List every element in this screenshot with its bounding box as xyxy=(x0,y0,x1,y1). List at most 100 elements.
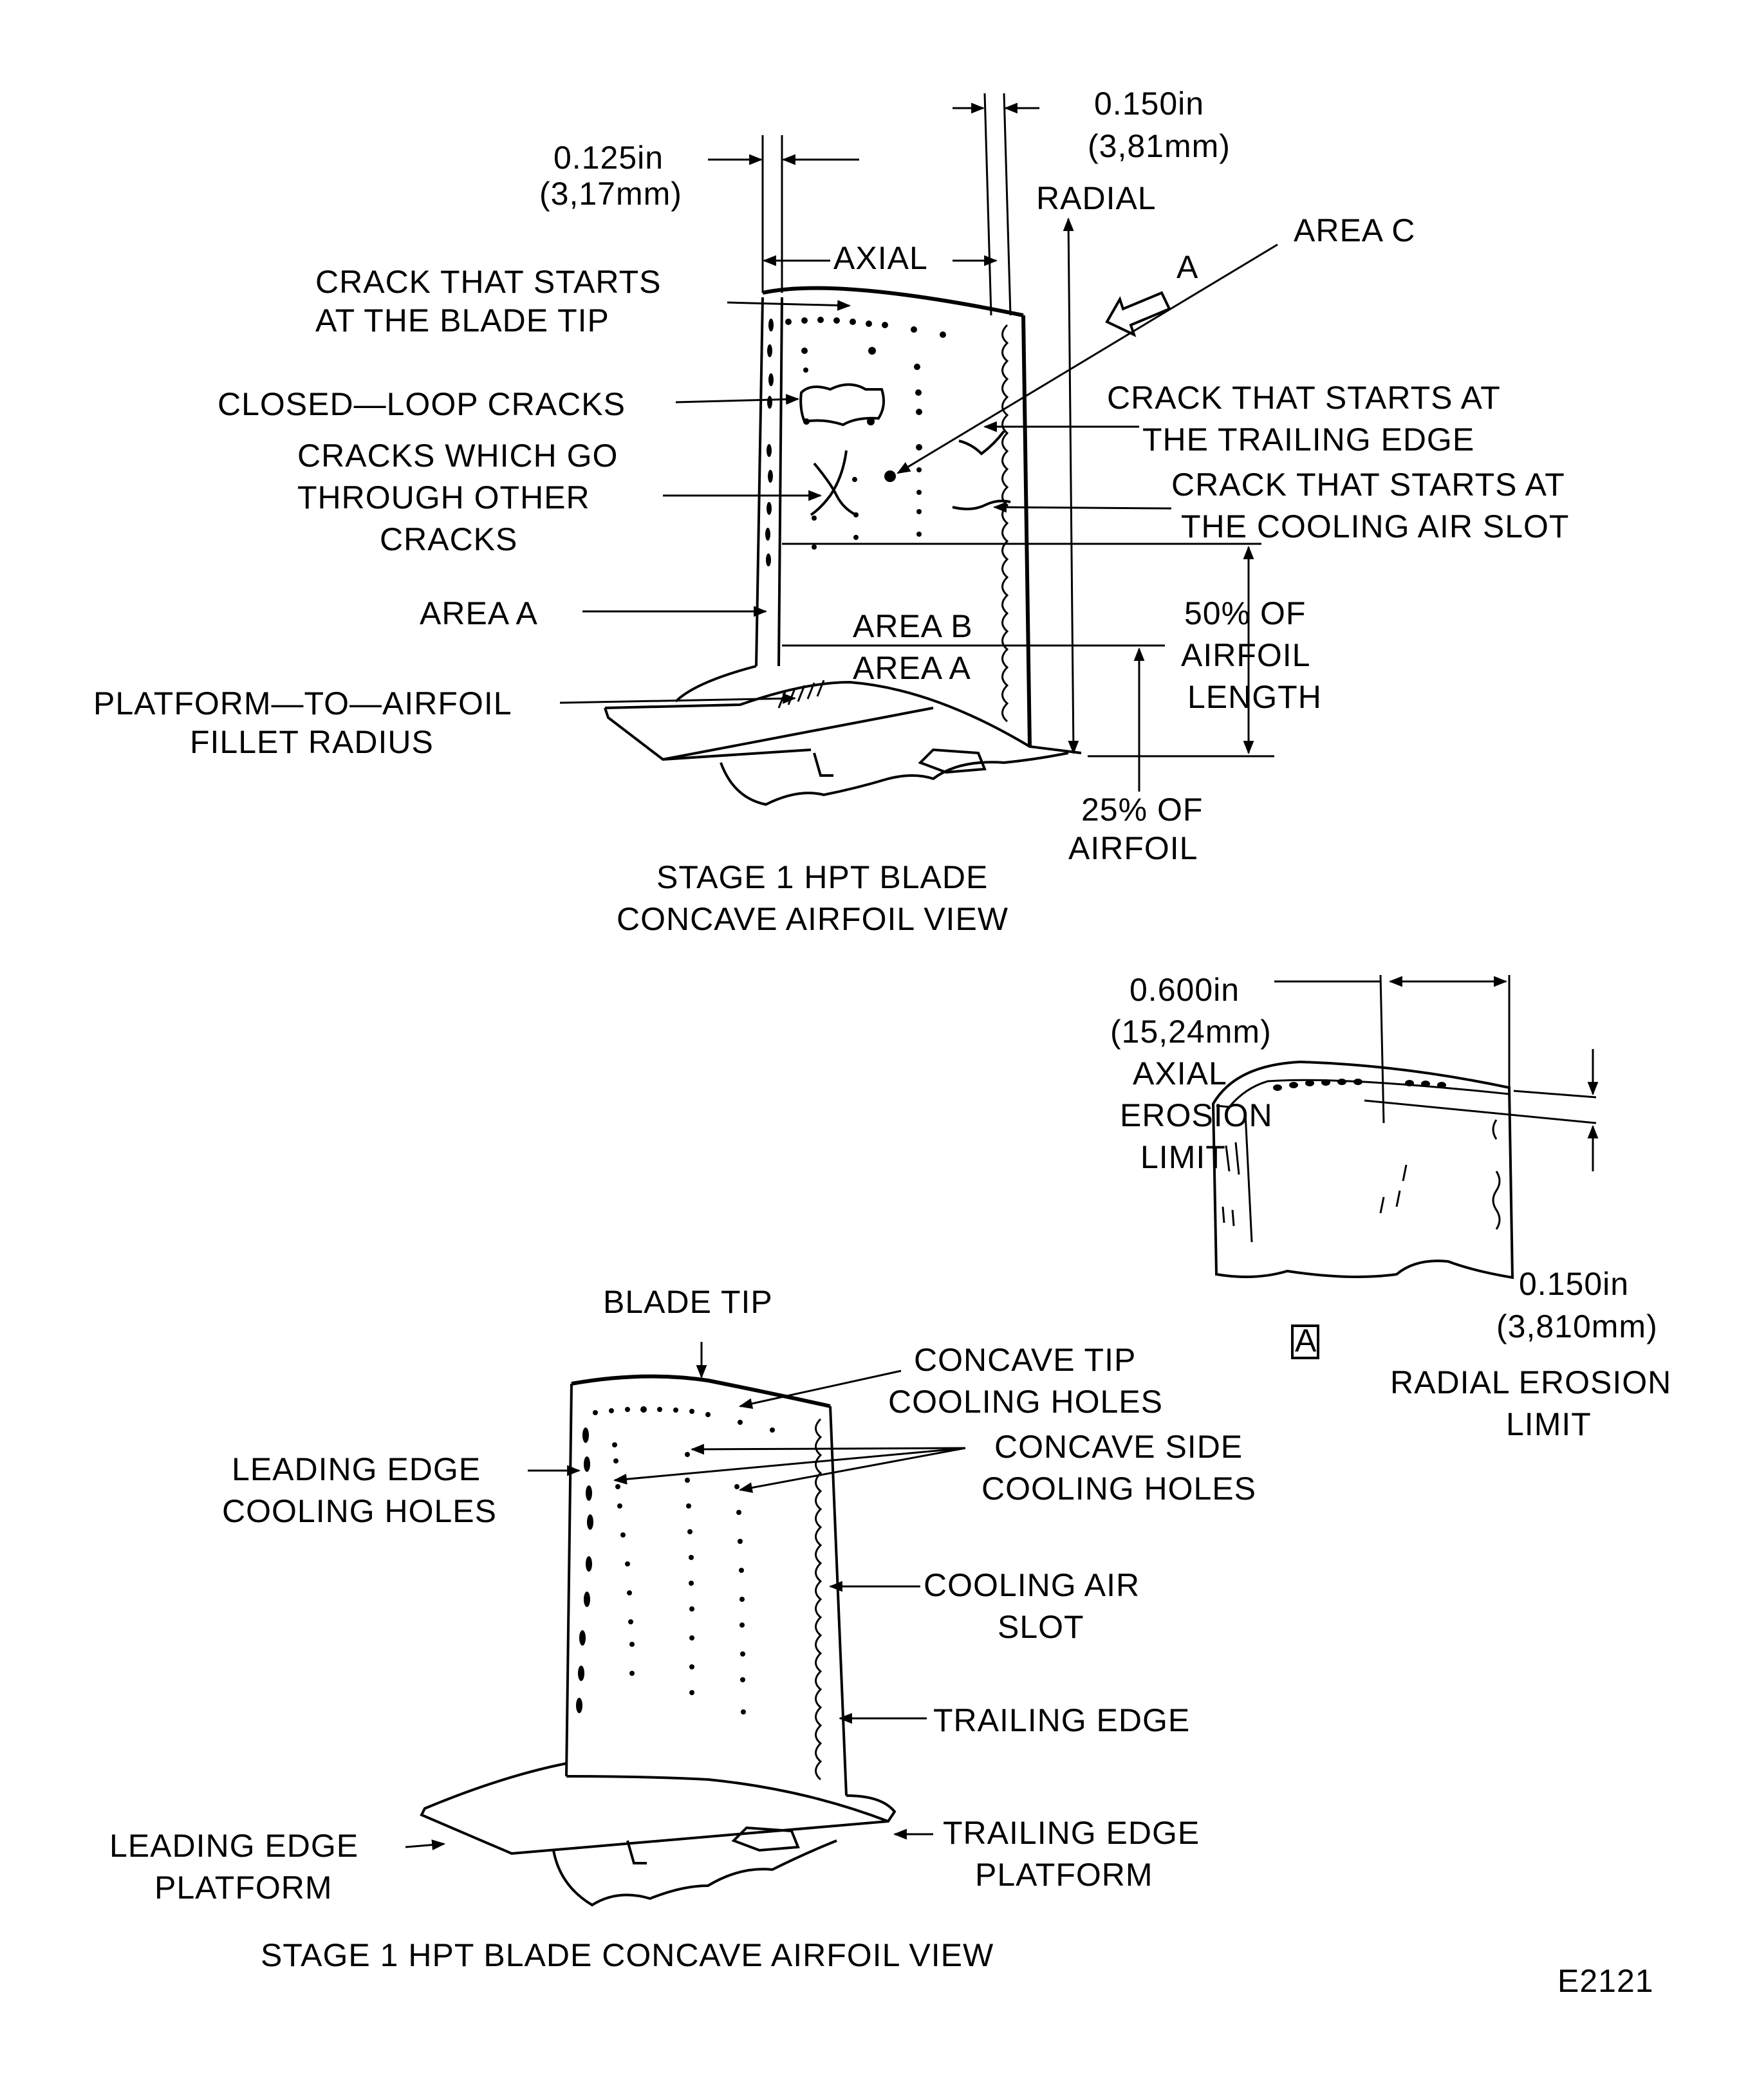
lower-blade-leading-edge xyxy=(565,1383,573,1777)
dim-0150-in: 0.150in xyxy=(1094,86,1204,122)
intersecting-crack xyxy=(813,462,857,516)
upper-side-holes xyxy=(801,347,922,550)
closed-loop-crack xyxy=(799,383,886,427)
upper-tip-holes xyxy=(785,317,946,338)
detail-a-radial-label-2: LIMIT xyxy=(1506,1406,1592,1442)
detail-a-axial-5: LIMIT xyxy=(1140,1139,1226,1175)
label-crack-blade-tip-2: AT THE BLADE TIP xyxy=(315,302,609,339)
label-te-platform-1: TRAILING EDGE xyxy=(943,1815,1200,1851)
label-cooling-slot-1: COOLING AIR xyxy=(924,1567,1140,1603)
detail-a-axial-3: AXIAL xyxy=(1133,1055,1227,1092)
caption-upper-1: STAGE 1 HPT BLADE xyxy=(656,859,988,895)
lower-shank xyxy=(552,1839,837,1907)
label-area-a-center: AREA A xyxy=(853,650,971,686)
label-50pct-2: AIRFOIL xyxy=(1181,637,1310,673)
label-cracks-through-3: CRACKS xyxy=(380,521,517,557)
detail-a-inner xyxy=(1216,1079,1510,1108)
label-le-holes-1: LEADING EDGE xyxy=(232,1451,481,1487)
label-blade-tip: BLADE TIP xyxy=(603,1284,773,1320)
caption-upper-2: CONCAVE AIRFOIL VIEW xyxy=(617,901,1009,937)
label-25pct-1: 25% OF xyxy=(1081,792,1203,828)
detail-a-hatch xyxy=(1222,1113,1408,1243)
label-fillet-1: PLATFORM—TO—AIRFOIL xyxy=(93,685,512,721)
upper-blade-tip-edge xyxy=(762,286,1024,317)
label-crack-slot-1: CRACK THAT STARTS AT xyxy=(1171,467,1565,503)
label-area-b: AREA B xyxy=(853,608,973,644)
lower-leading-edge-holes xyxy=(576,1427,593,1713)
label-cooling-slot-2: SLOT xyxy=(998,1609,1084,1645)
upper-cooling-slots xyxy=(1001,324,1009,723)
label-crack-trailing-1: CRACK THAT STARTS AT xyxy=(1107,380,1501,416)
lower-cooling-slots xyxy=(815,1418,823,1781)
detail-a-labels: 0.600in (15,24mm) AXIAL EROSION LIMIT 0.… xyxy=(1110,972,1671,1442)
label-50pct-3: LENGTH xyxy=(1187,679,1322,715)
label-te-platform-2: PLATFORM xyxy=(975,1857,1153,1893)
intersecting-crack-2 xyxy=(810,450,848,516)
label-concave-tip-2: COOLING HOLES xyxy=(888,1384,1163,1420)
label-concave-tip-1: CONCAVE TIP xyxy=(914,1342,1136,1378)
detail-a-tag-box xyxy=(1291,1324,1319,1359)
detail-a-radial-value-1: 0.150in xyxy=(1519,1266,1629,1302)
label-trailing-edge: TRAILING EDGE xyxy=(933,1702,1190,1738)
lower-platform xyxy=(420,1762,897,1855)
lower-side-holes xyxy=(612,1442,746,1714)
label-concave-side-2: COOLING HOLES xyxy=(981,1471,1256,1507)
detail-a-axial-1: 0.600in xyxy=(1130,972,1240,1008)
upper-dimensions xyxy=(708,93,1274,792)
area-c-point xyxy=(884,470,896,482)
label-cracks-through-1: CRACKS WHICH GO xyxy=(297,438,618,474)
lower-blade-drawing xyxy=(420,1374,897,1907)
label-le-platform-1: LEADING EDGE xyxy=(109,1828,358,1864)
dim-0125-mm: (3,17mm) xyxy=(539,176,682,212)
detail-a-holes xyxy=(1273,1079,1446,1091)
upper-blade-leading-edge xyxy=(755,297,764,667)
detail-a-radial-label-1: RADIAL EROSION xyxy=(1390,1364,1671,1400)
label-crack-slot-2: THE COOLING AIR SLOT xyxy=(1181,508,1569,544)
lower-leaders xyxy=(405,1342,966,1850)
dim-0125-in: 0.125in xyxy=(553,140,664,176)
trailing-edge-crack xyxy=(958,430,1005,456)
dim-0150-mm: (3,81mm) xyxy=(1088,128,1231,164)
label-closed-loop: CLOSED—LOOP CRACKS xyxy=(218,386,626,422)
view-a-label: A xyxy=(1176,249,1198,285)
upper-labels: 0.125in (3,17mm) 0.150in (3,81mm) AXIAL … xyxy=(93,86,1569,937)
label-le-platform-2: PLATFORM xyxy=(154,1870,333,1906)
upper-leaders xyxy=(559,243,1278,704)
radial-label: RADIAL xyxy=(1036,180,1157,216)
detail-a-axial-4: EROSION xyxy=(1120,1097,1273,1133)
lower-labels: BLADE TIP CONCAVE TIP COOLING HOLES CONC… xyxy=(109,1284,1654,1999)
label-area-a-left: AREA A xyxy=(420,595,538,631)
label-area-c: AREA C xyxy=(1294,212,1415,248)
label-25pct-2: AIRFOIL xyxy=(1068,830,1198,866)
upper-shank-slot-2 xyxy=(918,748,987,774)
detail-a-slots xyxy=(1492,1119,1501,1230)
view-a-arrow xyxy=(1105,291,1171,337)
lower-tip-holes xyxy=(593,1406,775,1433)
upper-blade-leading-inner xyxy=(777,297,783,667)
caption-lower: STAGE 1 HPT BLADE CONCAVE AIRFOIL VIEW xyxy=(261,1937,994,1973)
lower-shank-slot-2 xyxy=(731,1826,800,1852)
upper-blade-drawing xyxy=(604,286,1082,806)
upper-leading-edge-holes xyxy=(765,319,774,566)
label-concave-side-1: CONCAVE SIDE xyxy=(994,1429,1243,1465)
label-le-holes-2: COOLING HOLES xyxy=(222,1493,497,1529)
detail-a-tag: A xyxy=(1295,1323,1317,1359)
label-cracks-through-2: THROUGH OTHER xyxy=(297,479,590,516)
label-fillet-2: FILLET RADIUS xyxy=(190,724,434,760)
lower-blade-tip-edge xyxy=(571,1374,831,1408)
upper-blade-trailing-edge xyxy=(1021,315,1032,747)
label-50pct-1: 50% OF xyxy=(1184,595,1306,631)
label-crack-blade-tip-1: CRACK THAT STARTS xyxy=(315,264,661,300)
axial-label: AXIAL xyxy=(833,240,928,276)
label-crack-trailing-2: THE TRAILING EDGE xyxy=(1142,422,1474,458)
upper-shank xyxy=(720,752,1069,806)
figure-id: E2121 xyxy=(1557,1963,1654,1999)
detail-a-drawing xyxy=(1211,974,1599,1279)
detail-a-radial-value-2: (3,810mm) xyxy=(1496,1308,1658,1344)
lower-shank-slot-1 xyxy=(626,1840,647,1864)
detail-a-axial-2: (15,24mm) xyxy=(1110,1014,1272,1050)
upper-platform xyxy=(604,665,1082,761)
upper-shank-slot-1 xyxy=(813,752,833,777)
detail-a-outline xyxy=(1211,1060,1514,1279)
